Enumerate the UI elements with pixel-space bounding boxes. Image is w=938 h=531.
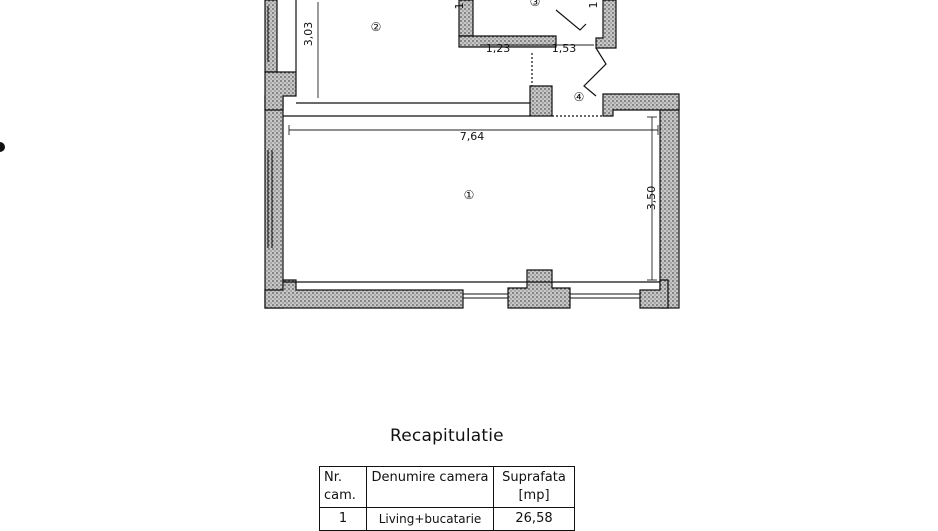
header-name: Denumire camera: [366, 466, 494, 508]
dim-room3-width-a: 1,23: [486, 42, 511, 55]
header-nr: Nr. cam.: [319, 466, 367, 508]
scan-mark: [0, 142, 5, 152]
dim-room3-height: 1: [453, 3, 466, 10]
interior-lines: [283, 0, 660, 283]
recap-header-row: Nr. cam. Denumire camera Suprafata [mp]: [319, 466, 575, 508]
row-nr: 1: [319, 507, 367, 531]
room-number-4: ④: [574, 90, 585, 104]
dim-room2-height: 3,03: [302, 22, 315, 47]
dim-room1-width: 3,50: [645, 186, 658, 211]
recap-title: Recapitulatie: [390, 426, 504, 446]
header-area: Suprafata [mp]: [493, 466, 575, 508]
walls: [264, 0, 680, 309]
room-number-2: ②: [371, 20, 382, 34]
wall-top-right: [602, 93, 680, 117]
wall-partition-mid: [529, 85, 553, 117]
table-row: 1 Living+bucatarie 26,58: [319, 507, 575, 531]
wall-right: [659, 99, 680, 309]
dim-room3-side: 1: [587, 2, 600, 9]
row-area: 26,58: [493, 507, 575, 531]
wall-bottom-left: [264, 279, 464, 309]
wall-bottom-mid: [507, 269, 571, 309]
wall-left-upper: [264, 0, 278, 73]
dimension-lines: [288, 2, 659, 281]
wall-room3-bottom: [458, 35, 557, 48]
recap-table: Nr. cam. Denumire camera Suprafata [mp] …: [319, 466, 575, 531]
dim-room1-length: 7,64: [460, 130, 485, 143]
room-number-1: ①: [464, 188, 475, 202]
row-name: Living+bucatarie: [366, 507, 494, 531]
wall-bottom-right: [639, 279, 669, 309]
wall-corner-left: [264, 71, 297, 111]
room-number-3: ③: [530, 0, 541, 9]
dim-room3-width-b: 1,53: [552, 42, 577, 55]
windows: [267, 6, 640, 299]
